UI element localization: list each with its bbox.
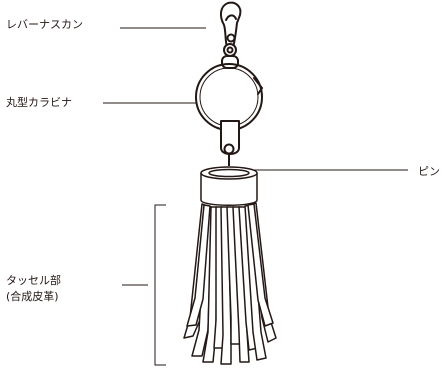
label-tassel-material: (合成皮革) <box>6 290 59 303</box>
tassel-cap-side <box>200 173 258 206</box>
lever-clasp-gate <box>225 14 237 21</box>
pin-head <box>223 143 235 155</box>
label-round-carabiner: 丸型カラビナ <box>6 96 72 109</box>
lever-clasp-rivet <box>226 33 236 43</box>
leader-lines <box>103 27 408 366</box>
tassel-bracket <box>154 204 166 366</box>
label-lever-clasp: レバーナスカン <box>6 18 83 31</box>
fringe-strip <box>186 204 211 327</box>
tassel <box>183 166 277 365</box>
lever-clasp <box>219 1 242 69</box>
tassel-cap-top-inner <box>208 168 250 178</box>
fringe-strip <box>247 203 274 327</box>
label-pin: ピン <box>418 165 440 178</box>
label-tassel: タッセル部 <box>6 274 61 287</box>
leather-tab <box>220 120 240 166</box>
lever-clasp-swivel-hole <box>226 46 234 54</box>
round-carabiner-gate <box>253 77 264 95</box>
tassel-fringe <box>183 202 277 365</box>
round-carabiner-ring-inner <box>199 67 259 127</box>
lever-clasp-body <box>219 1 242 48</box>
lever-clasp-swivel-link <box>221 55 239 69</box>
